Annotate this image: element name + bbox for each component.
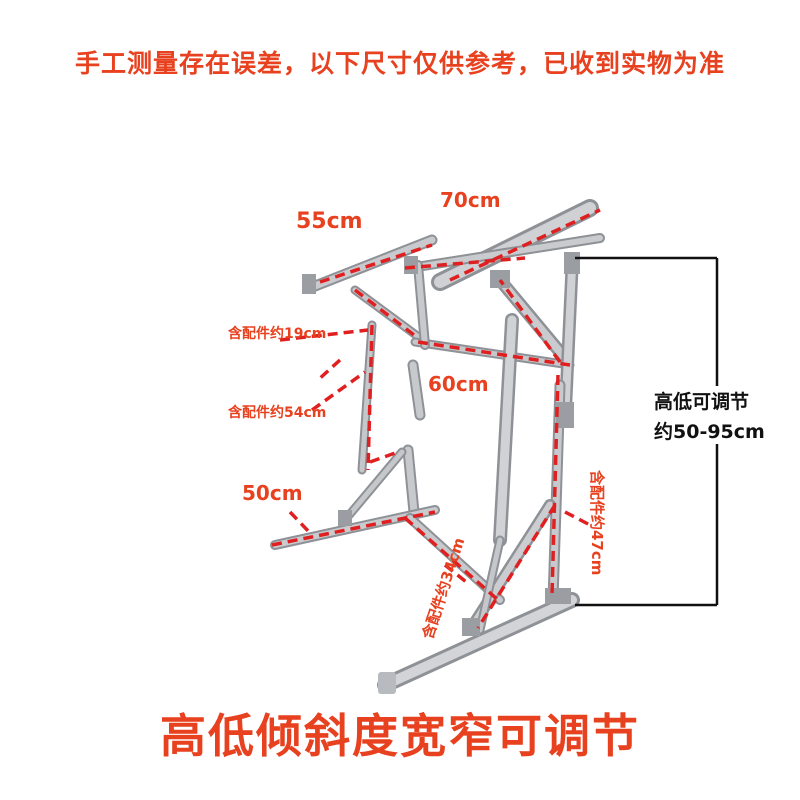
height-label-line2: 约50-95cm [654, 420, 765, 443]
label-rear-post: 含配件约47cm [588, 470, 606, 575]
height-label-line1: 高低可调节 [654, 390, 749, 413]
label-base-left: 50cm [242, 481, 303, 505]
feature-title: 高低倾斜度宽窄可调节 [160, 709, 640, 763]
label-lower-side-post: 含配件约54cm [228, 404, 326, 421]
label-top-left-bar: 55cm [296, 209, 363, 234]
label-top-right-bar: 70cm [440, 188, 501, 212]
measurement-lines [271, 208, 601, 629]
label-middle-crossbar: 60cm [428, 372, 489, 396]
label-upper-side-post: 含配件约19cm [228, 325, 326, 342]
measurement-disclaimer: 手工测量存在误差，以下尺寸仅供参考，已收到实物为准 [74, 49, 725, 78]
